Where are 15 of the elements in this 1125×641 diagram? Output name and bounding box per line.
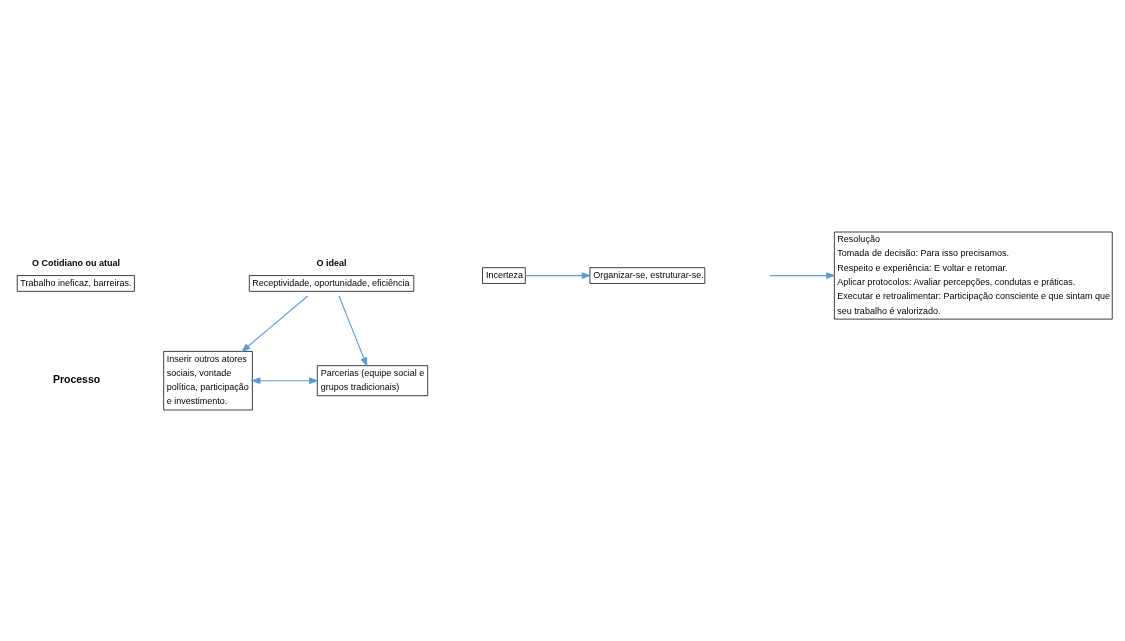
arrow xyxy=(240,295,309,352)
arrow xyxy=(769,271,836,279)
node-box: Trabalho ineficaz, barreiras. xyxy=(16,274,135,292)
node-label: O Cotidiano ou atual xyxy=(31,257,120,268)
node-box: Receptividade, oportunidade, eficiência xyxy=(248,274,415,292)
node-box: Parcerias (equipe social e grupos tradicionais) xyxy=(316,364,429,396)
node-label: O ideal xyxy=(316,257,347,268)
node-box: Resolução Tomada de decisão: Para isso precisamos. Respeito e experiência: E voltar e retomar. Aplicar protocolos: Avaliar percepções, condutas e práticas. Executar e retroalimentar: Participação consciente e que sintam que seu trabalho é valorizado. xyxy=(834,231,1113,319)
node-box: Organizar-se, estruturar-se. xyxy=(589,266,706,284)
node-box: Inserir outros atores sociais, vontade política, participação e investimento. xyxy=(163,350,253,410)
arrow xyxy=(250,376,319,384)
node-box: Incerteza xyxy=(482,266,526,284)
label: Processo xyxy=(52,372,101,385)
arrow xyxy=(524,271,592,279)
arrow xyxy=(338,295,368,367)
